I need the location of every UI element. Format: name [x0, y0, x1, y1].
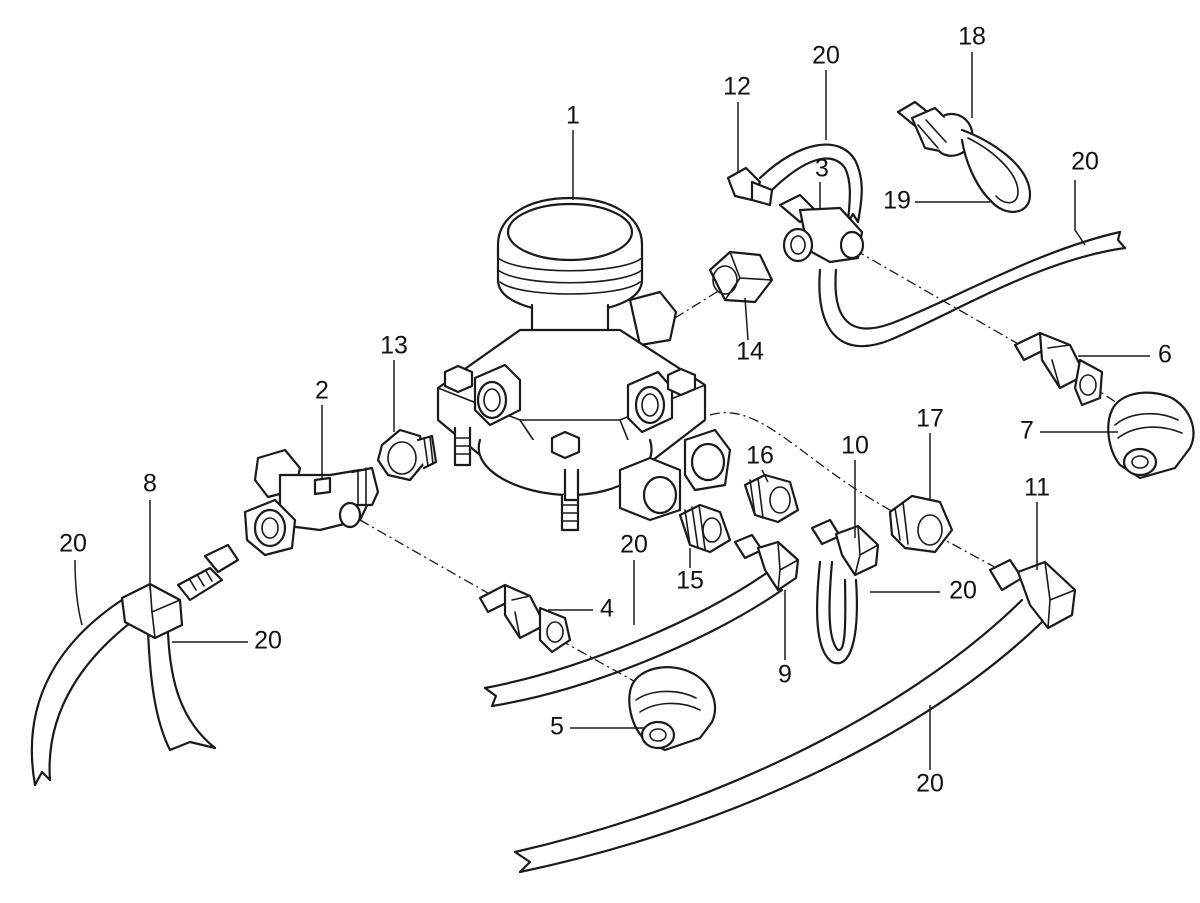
elbow-12	[726, 166, 774, 207]
callout-13: 13	[380, 332, 408, 360]
assembly-line-2-4	[359, 519, 501, 601]
hose-bottom-long	[513, 598, 1044, 874]
callout-15: 15	[676, 567, 704, 595]
callout-14: 14	[736, 338, 764, 366]
nipple-15	[678, 503, 732, 554]
bulkhead-fitting-18	[896, 100, 974, 157]
callout-4: 4	[600, 595, 614, 623]
hose-left-inner	[146, 628, 217, 752]
elbow-11	[988, 558, 1077, 630]
tee-fitting-3	[778, 193, 865, 264]
callout-19: 19	[883, 187, 911, 215]
clip-19	[960, 128, 1032, 213]
assembly-line-valve-11	[709, 412, 1001, 571]
assembly-line-14-valve	[674, 289, 721, 319]
callout-20-mid: 20	[620, 531, 648, 559]
callout-20-left: 20	[59, 530, 87, 558]
callout-12: 12	[723, 73, 751, 101]
hose-left-outer	[30, 596, 144, 787]
connector-6	[1013, 331, 1104, 407]
plug-13	[376, 428, 438, 482]
leader-lines	[74, 52, 1150, 770]
elbow-cap-5	[628, 666, 717, 752]
hose-right	[818, 230, 1127, 348]
callout-16: 16	[746, 442, 774, 470]
callout-6: 6	[1158, 341, 1172, 369]
valve-port-right	[626, 370, 674, 434]
callout-18: 18	[958, 23, 986, 51]
valve-outlet-ports	[618, 428, 732, 522]
nipple-14	[708, 250, 774, 304]
assembly-line-3-6	[854, 249, 1021, 346]
callout-17: 17	[916, 405, 944, 433]
valve-assembly	[436, 196, 732, 532]
callout-1: 1	[566, 102, 580, 130]
callout-20-left-inner: 20	[254, 627, 282, 655]
elbow-9	[733, 533, 800, 592]
callout-11: 11	[1024, 474, 1050, 502]
callout-7: 7	[1020, 417, 1034, 445]
nipple-17	[888, 494, 954, 554]
callout-20-top: 20	[812, 42, 840, 70]
callout-5: 5	[550, 713, 564, 741]
callout-labels: 1 2 3 4 5 6 7 8 9 10 11 12 13 14 15 16 1…	[59, 23, 1172, 798]
tee-fitting-2	[243, 448, 380, 557]
callout-20-u: 20	[949, 577, 977, 605]
valve-bolts	[443, 364, 697, 532]
callout-2: 2	[315, 377, 329, 405]
elbow-10	[810, 518, 880, 577]
callout-10: 10	[841, 432, 869, 460]
hose-middle	[483, 570, 784, 708]
elbow-cap-7	[1107, 391, 1195, 480]
callout-20-right-top: 20	[1071, 148, 1099, 176]
callout-3: 3	[815, 155, 829, 183]
callout-9: 9	[778, 661, 792, 689]
hose-u-loop	[816, 560, 858, 665]
connector-4	[478, 583, 572, 654]
valve-port-left	[473, 363, 522, 427]
callout-8: 8	[143, 470, 157, 498]
connector-8	[120, 543, 240, 640]
nipple-16	[743, 473, 800, 524]
callout-20-bottom: 20	[916, 770, 944, 798]
